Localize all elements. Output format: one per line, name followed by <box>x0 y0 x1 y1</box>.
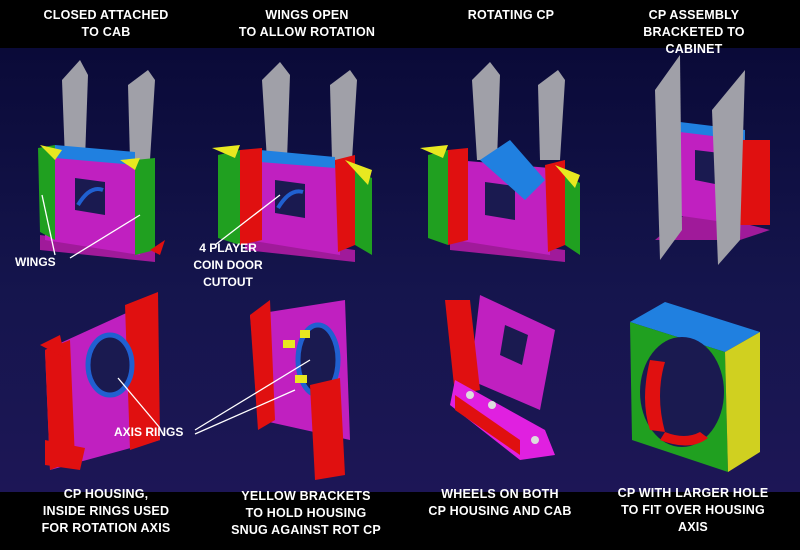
callout-wings: WINGS <box>15 255 56 269</box>
closed-cp-model <box>38 60 165 262</box>
caption-line: YELLOW BRACKETS <box>241 489 371 503</box>
caption-line: FOR ROTATION AXIS <box>41 521 171 535</box>
caption-line: AXIS <box>678 520 708 534</box>
caption-line: CP WITH LARGER HOLE <box>617 486 769 500</box>
callout-arrows <box>41 194 311 435</box>
caption-line: WHEELS ON BOTH <box>441 487 559 501</box>
bracketed-assembly-model <box>655 55 770 265</box>
caption-rotating: ROTATING CP <box>411 7 611 24</box>
top-caption-band <box>0 0 800 48</box>
caption-larger-hole: CP WITH LARGER HOLE TO FIT OVER HOUSING … <box>593 485 793 536</box>
caption-line: TO ALLOW ROTATION <box>238 25 376 39</box>
callout-line: COIN DOOR <box>193 258 263 272</box>
caption-line: CLOSED ATTACHED <box>43 8 169 22</box>
caption-brackets: YELLOW BRACKETS TO HOLD HOUSING SNUG AGA… <box>206 488 406 539</box>
caption-line: CABINET <box>665 42 723 56</box>
cp-large-hole-model <box>630 302 760 472</box>
bottom-caption-band <box>0 492 800 550</box>
caption-line: INSIDE RINGS USED <box>42 504 170 518</box>
caption-line: SNUG AGAINST ROT CP <box>231 523 381 537</box>
yellow-brackets-model <box>250 300 350 480</box>
callout-line: 4 PLAYER <box>199 241 257 255</box>
callout-line: CUTOUT <box>203 275 253 289</box>
caption-wings-open: WINGS OPEN TO ALLOW ROTATION <box>207 7 407 41</box>
caption-line: TO CAB <box>81 25 131 39</box>
caption-housing: CP HOUSING, INSIDE RINGS USED FOR ROTATI… <box>6 486 206 537</box>
caption-line: WINGS OPEN <box>265 8 349 22</box>
caption-line: BRACKETED TO <box>643 25 745 39</box>
caption-line: TO HOLD HOUSING <box>245 506 367 520</box>
callout-coin-door: 4 PLAYER COIN DOOR CUTOUT <box>183 240 273 291</box>
caption-wheels: WHEELS ON BOTH CP HOUSING AND CAB <box>400 486 600 520</box>
caption-line: CP ASSEMBLY <box>648 8 740 22</box>
rotating-cp-model <box>420 62 580 262</box>
caption-closed: CLOSED ATTACHED TO CAB <box>6 7 206 41</box>
wings-open-model <box>212 62 372 262</box>
caption-line: ROTATING CP <box>467 8 555 22</box>
cp-housing-model <box>40 292 160 470</box>
caption-line: CP HOUSING AND CAB <box>428 504 572 518</box>
callout-axis-rings: AXIS RINGS <box>114 425 184 439</box>
caption-bracketed: CP ASSEMBLY BRACKETED TO CABINET <box>594 7 794 58</box>
wheels-model <box>445 295 555 460</box>
caption-line: CP HOUSING, <box>63 487 149 501</box>
caption-line: TO FIT OVER HOUSING <box>621 503 765 517</box>
